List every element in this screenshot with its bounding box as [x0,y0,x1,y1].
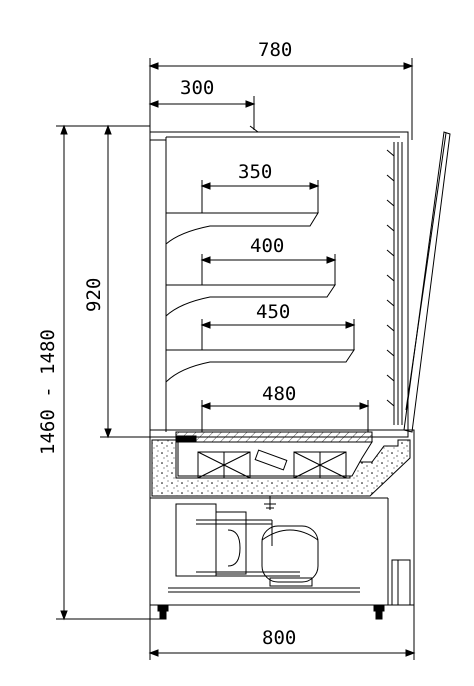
dimension-300 [148,96,256,130]
shelf-4-base [200,400,370,432]
adjustable-feet [157,604,385,620]
shelf-3 [165,319,356,383]
dim-label-450: 450 [256,301,290,323]
dimension-920 [100,124,150,439]
dim-label-total-height: 1460 - 1480 [37,329,59,455]
dim-label-800: 800 [262,627,296,649]
dim-label-920: 920 [83,278,105,312]
dim-label-400: 400 [250,235,284,257]
rear-door-open [403,131,451,433]
shelf-2 [165,254,337,317]
dimension-bottom-800 [148,605,416,660]
dim-label-480: 480 [262,383,296,405]
side-panel-right [391,559,411,606]
rear-rail-hooks [386,149,395,407]
refrigeration-base [149,429,415,606]
dim-label-350: 350 [238,161,272,183]
dim-label-780: 780 [258,39,292,61]
dim-label-300: 300 [180,77,214,99]
dimension-total-height [56,124,160,621]
dimension-top-780 [148,58,414,140]
compressor-unit [168,503,360,593]
shelf-1 [165,180,320,245]
